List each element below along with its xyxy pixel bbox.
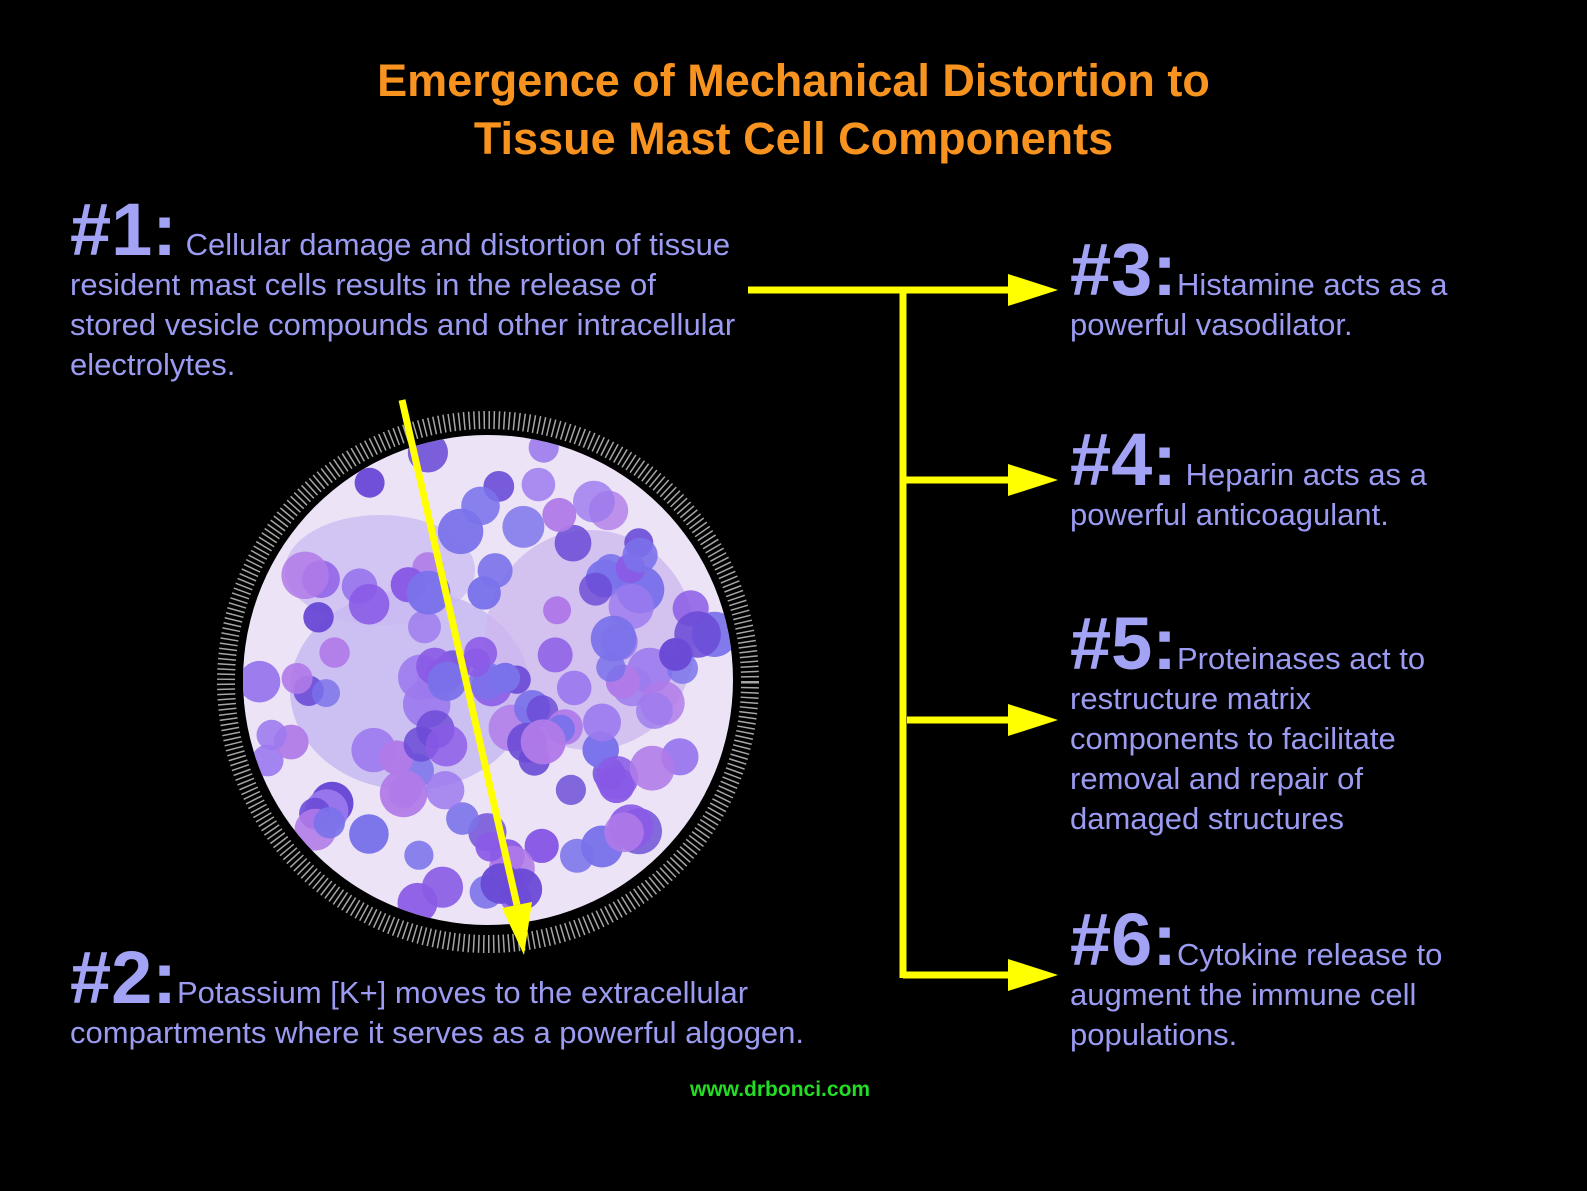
granule <box>477 553 513 589</box>
granule <box>427 661 467 702</box>
granule <box>521 467 556 502</box>
granule <box>622 537 658 573</box>
granule <box>556 670 592 706</box>
cell-speckle-halo <box>217 411 759 953</box>
arrow-down-icon <box>502 902 532 955</box>
step-3: #3:Histamine acts as a powerful vasodila… <box>1070 233 1540 345</box>
mast-cell-illustration <box>217 411 759 953</box>
granule <box>560 838 594 873</box>
granule <box>425 724 468 767</box>
granule <box>379 769 428 818</box>
granule <box>583 703 621 742</box>
granule <box>524 828 559 864</box>
step-3-text: Histamine acts as a powerful vasodilator… <box>1070 267 1448 342</box>
granule <box>502 505 545 548</box>
granule <box>313 807 345 839</box>
granule <box>555 774 587 806</box>
cell-granules <box>243 435 733 923</box>
granule <box>520 719 566 765</box>
diagram-title: Emergence of Mechanical Distortion to Ti… <box>0 52 1587 168</box>
granule <box>604 812 644 853</box>
step-4-text: Heparin acts as a powerful anticoagulant… <box>1070 457 1427 532</box>
arrow-network <box>398 274 1058 991</box>
granule <box>636 692 673 729</box>
granule <box>354 467 385 498</box>
step-4: #4: Heparin acts as a powerful anticoagu… <box>1070 423 1510 535</box>
step-1-text: Cellular damage and distortion of tissue… <box>70 227 736 382</box>
granule <box>348 584 390 625</box>
granule <box>243 660 281 703</box>
arrow-right-icon <box>1008 464 1058 496</box>
granule <box>426 771 465 810</box>
arrow-right-icon <box>1008 274 1058 306</box>
granule <box>596 652 626 682</box>
title-line-2: Tissue Mast Cell Components <box>473 113 1114 164</box>
granule <box>406 570 451 615</box>
granule <box>543 596 572 625</box>
granule <box>542 497 577 532</box>
granule <box>312 679 340 708</box>
granule <box>590 615 637 662</box>
step-2: #2:Potassium [K+] moves to the extracell… <box>70 941 870 1053</box>
granule <box>437 508 484 555</box>
granule <box>404 840 434 870</box>
granule <box>349 814 389 854</box>
granule <box>490 662 521 693</box>
granule <box>281 551 329 599</box>
step-1-number: #1: <box>70 188 177 271</box>
step-6: #6:Cytokine release to augment the immun… <box>1070 903 1510 1055</box>
granule <box>408 610 441 644</box>
step-6-number: #6: <box>1070 898 1177 981</box>
arrow-1-to-2-line <box>398 399 521 906</box>
arrow-right-icon <box>1008 704 1058 736</box>
granule <box>573 480 615 523</box>
step-5-number: #5: <box>1070 602 1177 685</box>
step-6-text: Cytokine release to augment the immune c… <box>1070 937 1443 1052</box>
granule <box>475 832 505 862</box>
granule <box>579 572 613 606</box>
granule <box>446 802 479 835</box>
title-line-1: Emergence of Mechanical Distortion to <box>377 55 1210 106</box>
step-2-text: Potassium [K+] moves to the extracellula… <box>70 975 805 1050</box>
granule <box>528 435 559 463</box>
granule <box>659 637 693 671</box>
step-4-number: #4: <box>1070 418 1177 501</box>
step-2-number: #2: <box>70 936 177 1019</box>
granule <box>595 756 639 800</box>
granule <box>554 524 592 562</box>
step-5-text: Proteinases act to restructure matrix co… <box>1070 641 1426 836</box>
granule <box>397 882 438 923</box>
granule <box>319 637 350 668</box>
step-1: #1: Cellular damage and distortion of ti… <box>70 193 740 385</box>
step-3-number: #3: <box>1070 228 1177 311</box>
granule <box>251 744 284 777</box>
step-5: #5:Proteinases act to restructure matrix… <box>1070 607 1480 839</box>
granule <box>281 663 313 694</box>
granule <box>303 602 334 633</box>
granule <box>537 637 573 673</box>
granule <box>461 648 491 677</box>
granule <box>256 719 287 751</box>
granule <box>629 745 675 791</box>
arrow-right-icon <box>1008 959 1058 991</box>
website-watermark: www.drbonci.com <box>690 1078 871 1101</box>
